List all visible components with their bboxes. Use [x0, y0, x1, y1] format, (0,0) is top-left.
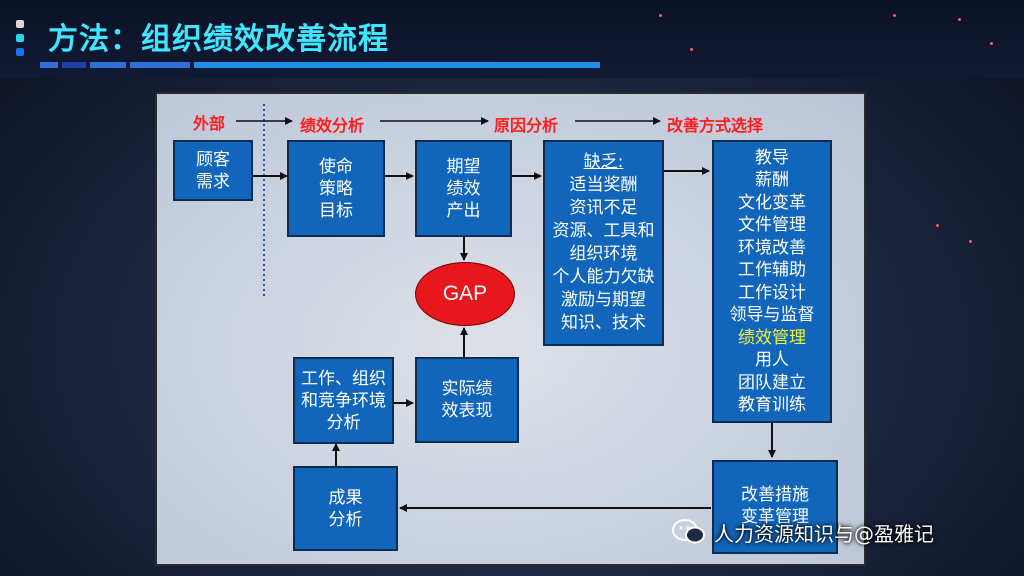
box-line: 使命 [319, 156, 353, 177]
box-line: 改善措施 [741, 485, 809, 505]
box-line: 目标 [319, 200, 353, 221]
cause-item: 个人能力欠缺 [552, 267, 655, 287]
watermark-text: 人力资源知识与@盈雅记 [714, 521, 934, 546]
mission-strategy-goal-box: 使命 策略 目标 [287, 140, 385, 237]
method-item: 薪酬 [755, 170, 789, 190]
stage-header-performance-analysis: 绩效分析 [300, 116, 365, 135]
method-item: 环境改善 [738, 237, 806, 258]
star-decoration [690, 48, 693, 51]
box-line: 需求 [196, 171, 230, 192]
cause-item: 适当奖酬 [569, 175, 638, 195]
box-line: 和竞争环境 [301, 390, 386, 411]
cause-item: 组织环境 [569, 244, 638, 264]
method-item: 工作辅助 [738, 260, 806, 280]
method-item: 文化变革 [738, 192, 806, 213]
method-item: 教育训练 [738, 395, 806, 415]
box-line: 策略 [319, 178, 353, 199]
star-decoration [893, 14, 896, 17]
box-line: 期望 [446, 156, 481, 177]
environment-analysis-box: 工作、组织 和竞争环境 分析 [293, 357, 394, 444]
customer-needs-box: 顾客 需求 [173, 140, 253, 201]
method-item: 团队建立 [738, 372, 806, 393]
star-decoration [969, 240, 972, 243]
cause-item: 激励与期望 [561, 290, 646, 310]
slide-title: 方法：组织绩效改善流程 [48, 22, 389, 57]
cause-item: 资讯不足 [569, 198, 638, 218]
wechat-icon [672, 519, 705, 544]
box-line: 效表现 [441, 401, 493, 421]
star-decoration [659, 14, 662, 17]
stage-header-external: 外部 [193, 114, 226, 133]
stage-header-cause-analysis: 原因分析 [494, 116, 559, 135]
box-line: 成果 [328, 487, 363, 508]
method-item: 领导与监督 [729, 305, 815, 325]
star-decoration [990, 42, 993, 45]
header-bar-5 [194, 62, 600, 68]
star-decoration [958, 18, 961, 21]
improvement-measures-box: 改善措施 变革管理 [712, 460, 838, 554]
causes-title: 缺乏: [583, 152, 624, 172]
results-analysis-box: 成果 分析 [293, 466, 398, 551]
method-item-highlighted: 绩效管理 [738, 327, 806, 348]
stage-header-improvement-choice: 改善方式选择 [667, 116, 764, 135]
box-line: 绩效 [446, 178, 481, 199]
expected-performance-box: 期望 绩效 产出 [415, 140, 512, 237]
cause-item: 知识、技术 [561, 313, 646, 333]
header-bar-1 [40, 62, 58, 68]
method-item: 文件管理 [738, 215, 806, 235]
method-item: 教导 [755, 147, 789, 168]
improvement-methods-box: 教导 薪酬 文化变革 文件管理 环境改善 工作辅助 工作设计 领导与监督 绩效管… [712, 140, 832, 423]
watermark: 人力资源知识与@盈雅记 [672, 512, 934, 552]
star-decoration [936, 224, 939, 227]
bullet-square-blue [16, 48, 24, 56]
box-line: 变革管理 [741, 507, 809, 527]
header-bar-2 [62, 62, 86, 68]
causes-box: 缺乏: 适当奖酬 资讯不足 资源、工具和 组织环境 个人能力欠缺 激励与期望 知… [543, 140, 664, 346]
bullet-square-cyan [16, 34, 24, 42]
bullet-square-gray [16, 20, 24, 28]
box-line: 顾客 [196, 149, 230, 170]
cause-item: 资源、工具和 [552, 221, 655, 241]
header-bar-3 [90, 62, 126, 68]
slide-header: 方法：组织绩效改善流程 [0, 0, 1024, 78]
method-item: 用人 [755, 350, 789, 370]
box-line: 产出 [446, 200, 481, 221]
box-line: 分析 [328, 509, 363, 530]
box-line: 工作、组织 [301, 368, 386, 389]
actual-performance-box: 实际绩 效表现 [415, 357, 519, 443]
gap-ellipse: GAP [415, 262, 515, 326]
method-item: 工作设计 [738, 282, 806, 303]
box-line: 实际绩 [441, 379, 493, 399]
box-line: 分析 [326, 412, 361, 433]
header-bar-4 [130, 62, 190, 68]
